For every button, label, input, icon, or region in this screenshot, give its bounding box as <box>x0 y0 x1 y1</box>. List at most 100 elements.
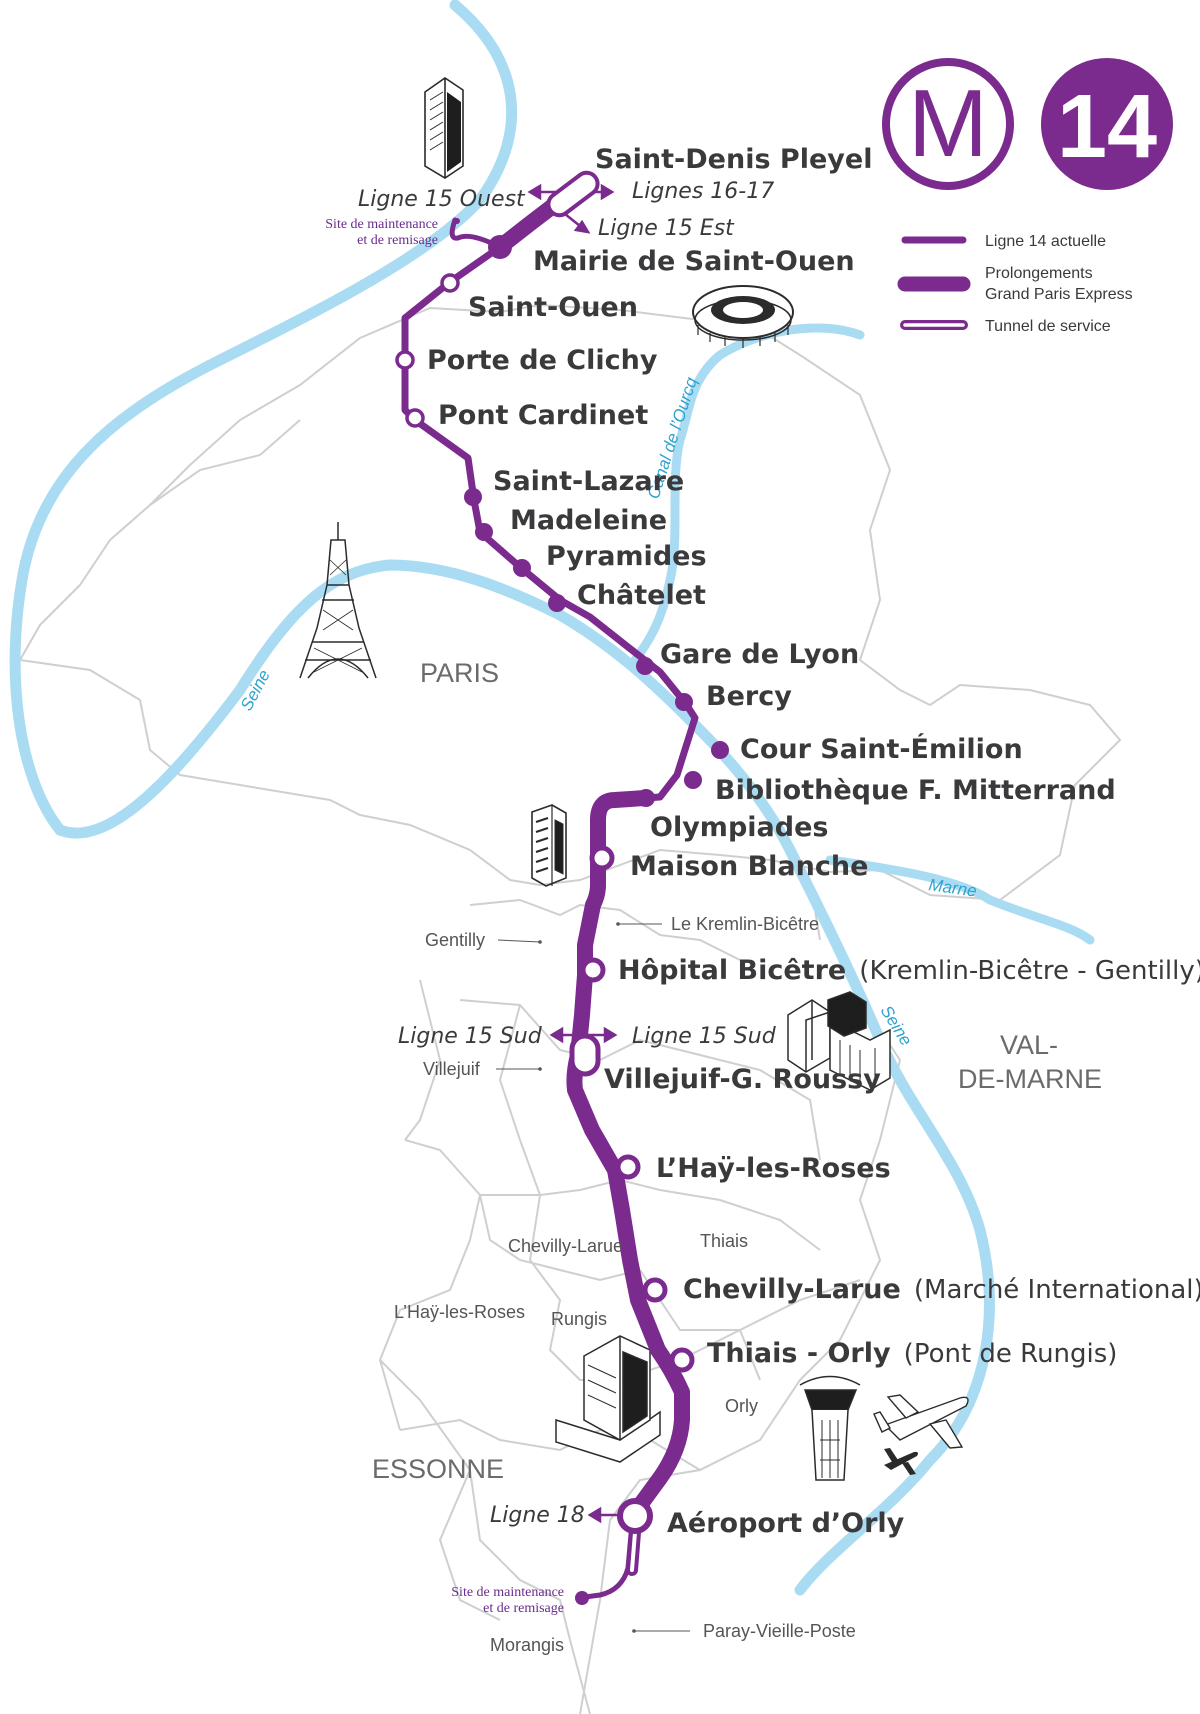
station-marker-bercy <box>675 693 693 711</box>
label-saint-ouen: Saint-Ouen <box>468 292 638 323</box>
label-pont-cardinet: Pont Cardinet <box>438 400 648 431</box>
station-marker-lhay <box>615 1154 641 1180</box>
label-cour-saint-emilion: Cour Saint-Émilion <box>740 733 1023 765</box>
station-marker-chatelet <box>548 594 566 612</box>
station-marker-cour-saint-emilion <box>711 741 729 759</box>
station-marker-chevilly <box>642 1277 668 1303</box>
north-depot-end <box>454 218 460 224</box>
label-lhay: L’Haÿ-les-Roses <box>656 1153 891 1184</box>
olympiades-tower-icon <box>531 804 567 887</box>
connection-arrows <box>527 183 620 1524</box>
line-14-number: 14 <box>1057 77 1157 177</box>
seine-river <box>9 0 995 1596</box>
line-14-north-depot-spur <box>449 217 503 250</box>
label-commune-paray: Paray-Vieille-Poste <box>703 1621 856 1641</box>
station-marker-mairie-saint-ouen <box>488 235 512 259</box>
label-commune-villejuif: Villejuif <box>423 1059 481 1079</box>
label-commune-gentilly: Gentilly <box>425 930 485 950</box>
label-villejuif: Villejuif-G. Roussy <box>604 1064 881 1095</box>
label-ligne-15-est: Ligne 15 Est <box>598 216 735 241</box>
label-ligne-15-ouest: Ligne 15 Ouest <box>358 187 526 212</box>
station-marker-bibliotheque <box>684 771 702 789</box>
legend: Ligne 14 actuelle Prolongements Grand Pa… <box>897 233 1133 335</box>
commune-9 <box>404 979 442 1141</box>
station-marker-saint-denis-pleyel <box>546 170 600 218</box>
region-essonne: ESSONNE <box>372 1454 504 1484</box>
label-lignes-16-17: Lignes 16-17 <box>632 179 774 204</box>
line-14-badge <box>1041 58 1173 190</box>
station-marker-pyramides <box>513 559 531 577</box>
region-val-de-marne-1: VAL- <box>1000 1030 1058 1060</box>
label-chevilly-main: Chevilly-Larue <box>683 1274 901 1305</box>
label-madeleine: Madeleine <box>510 505 667 536</box>
station-marker-hopital-bicetre <box>580 957 606 983</box>
label-hopital-bicetre-sub: (Kremlin-Bicêtre - Gentilly) <box>859 956 1200 986</box>
label-saint-denis-pleyel: Saint-Denis Pleyel <box>595 144 872 175</box>
station-marker-gare-de-lyon <box>636 657 654 675</box>
label-site-north-2: et de remisage <box>357 233 438 248</box>
label-commune-orly: Orly <box>725 1396 758 1416</box>
paris-inner-1 <box>149 419 301 506</box>
label-site-north-1: Site de maintenance <box>325 217 438 232</box>
label-ligne-15-sud-left: Ligne 15 Sud <box>398 1024 543 1049</box>
label-commune-rungis: Rungis <box>551 1309 607 1329</box>
station-marker-porte-clichy <box>395 350 415 370</box>
label-maison-blanche: Maison Blanche <box>630 851 868 882</box>
station-marker-thiais <box>669 1347 695 1373</box>
val-de-marne-boundary <box>579 999 902 1714</box>
metro-m-badge <box>882 58 1014 190</box>
label-commune-lhay: L’Haÿ-les-Roses <box>394 1302 525 1322</box>
label-saint-lazare: Saint-Lazare <box>493 466 684 497</box>
metro-m-letter: M <box>908 70 988 177</box>
legend-extension-1: Prolongements <box>985 265 1093 282</box>
marne-river <box>825 855 1095 945</box>
station-marker-olympiades <box>637 789 655 807</box>
legend-tunnel: Tunnel de service <box>985 318 1111 335</box>
label-thiais-main: Thiais - Orly <box>707 1338 891 1369</box>
metro-logo: M 14 <box>882 58 1173 190</box>
commune-8 <box>469 1469 591 1714</box>
label-aeroport: Aéroport d’Orly <box>667 1508 905 1539</box>
label-thiais: Thiais - Orly (Pont de Rungis) <box>707 1338 1117 1369</box>
label-commune-morangis: Morangis <box>490 1635 564 1655</box>
maintenance-site-labels: Site de maintenance et de remisage Site … <box>325 217 564 1616</box>
label-commune-thiais: Thiais <box>700 1231 748 1251</box>
label-hopital-bicetre-main: Hôpital Bicêtre <box>618 955 846 986</box>
station-marker-saint-lazare <box>464 488 482 506</box>
label-commune-chevilly: Chevilly-Larue <box>508 1236 623 1256</box>
label-olympiades: Olympiades <box>650 812 828 843</box>
commune-3 <box>480 1178 821 1251</box>
region-val-de-marne-2: DE-MARNE <box>958 1064 1102 1094</box>
label-chatelet: Châtelet <box>577 580 706 611</box>
station-labels: Saint-Denis Pleyel Mairie de Saint-Ouen … <box>427 144 1200 1539</box>
label-site-south-2: et de remisage <box>483 1601 564 1616</box>
region-paris: PARIS <box>420 658 499 688</box>
label-gare-de-lyon: Gare de Lyon <box>660 639 859 670</box>
label-commune-kremlin: Le Kremlin-Bicêtre <box>671 914 819 934</box>
commune-5 <box>378 1139 482 1431</box>
commune-10 <box>379 1359 501 1621</box>
south-depot-dot <box>575 1591 589 1605</box>
hospital-building-icon <box>787 991 891 1091</box>
label-bercy: Bercy <box>706 681 792 712</box>
office-building-icon <box>555 1335 661 1463</box>
connection-labels: Ligne 15 Ouest Lignes 16-17 Ligne 15 Est… <box>358 179 777 1528</box>
label-ligne-18: Ligne 18 <box>490 1503 585 1528</box>
label-hopital-bicetre: Hôpital Bicêtre (Kremlin-Bicêtre - Genti… <box>618 955 1200 986</box>
station-marker-villejuif <box>569 1033 601 1077</box>
legend-current: Ligne 14 actuelle <box>985 233 1106 250</box>
boundaries <box>18 303 1122 1714</box>
commune-2 <box>459 999 821 1161</box>
label-bibliotheque: Bibliothèque F. Mitterrand <box>715 775 1116 806</box>
label-mairie-saint-ouen: Mairie de Saint-Ouen <box>533 246 855 277</box>
station-markers <box>395 170 729 1534</box>
commune-4 <box>479 1194 641 1282</box>
station-marker-maison-blanche <box>589 845 615 871</box>
label-porte-clichy: Porte de Clichy <box>427 345 658 376</box>
station-marker-pont-cardinet <box>405 408 425 428</box>
station-marker-aeroport <box>617 1498 653 1534</box>
stade-de-france-icon <box>692 285 794 348</box>
label-pyramides: Pyramides <box>546 541 707 572</box>
label-site-south-1: Site de maintenance <box>451 1585 564 1600</box>
